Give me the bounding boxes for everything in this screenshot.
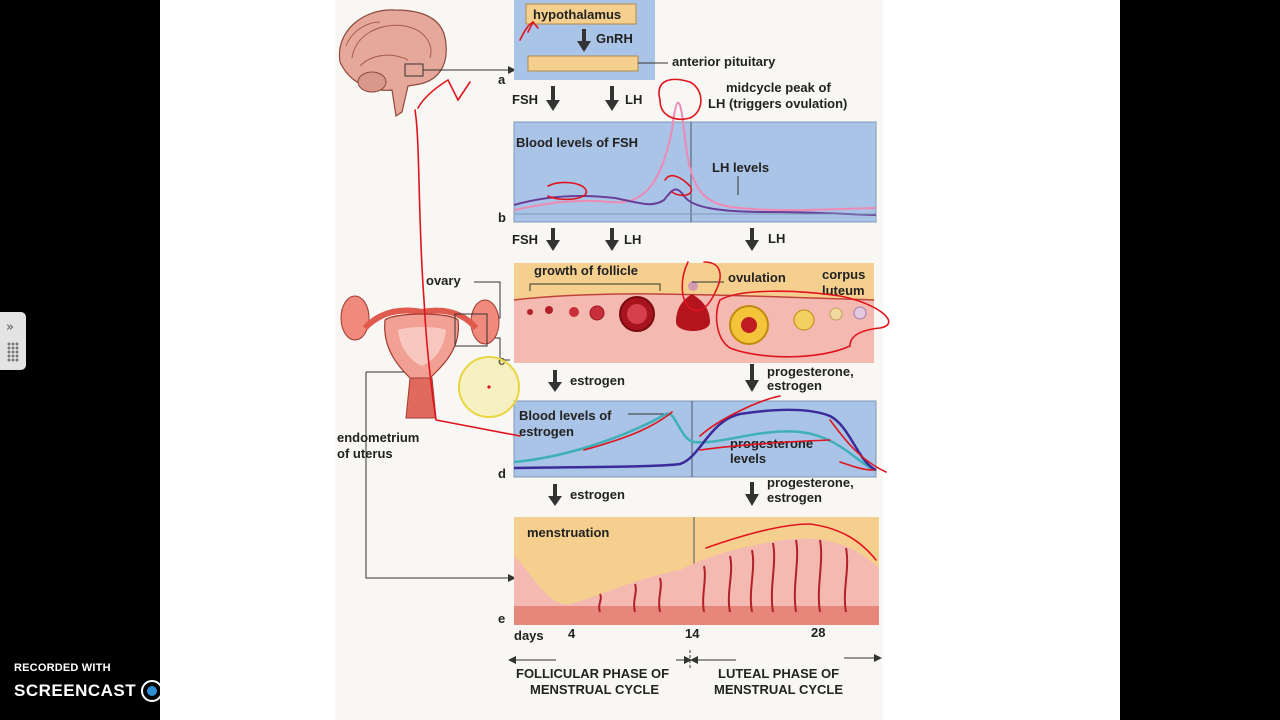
left-letterbox: [0, 0, 160, 720]
fsh-label-2: FSH: [512, 232, 538, 247]
endometrial-glands: [598, 539, 849, 613]
prog-estrogen-label-2b: estrogen: [767, 490, 822, 505]
cursor-highlight-ring: [458, 356, 520, 418]
hypothalamus-label: hypothalamus: [533, 7, 621, 22]
estrogen-label-2: estrogen: [570, 487, 625, 502]
prog-estrogen-label-2a: progesterone,: [767, 475, 854, 490]
brand-left-text: SCREENCAST: [14, 681, 137, 700]
luteal-label-line1: LUTEAL PHASE OF: [718, 666, 839, 681]
anterior-pituitary-box: [527, 55, 639, 72]
corpus-label: corpus: [822, 267, 865, 282]
day-4-tick: 4: [568, 626, 576, 641]
arrow-down-icon: [605, 228, 619, 251]
screencast-watermark: RECORDED WITH SCREENCAST MATIC: [14, 662, 221, 702]
follicular-label-line1: FOLLICULAR PHASE OF: [516, 666, 669, 681]
brand-right-text: MATIC: [166, 681, 222, 700]
screencast-brand: SCREENCAST MATIC: [14, 680, 221, 702]
prog-estrogen-label-1a: progesterone,: [767, 364, 854, 379]
panel-letter-b: b: [498, 210, 506, 225]
arrow-down-icon: [745, 364, 759, 392]
lh-curve: [513, 101, 877, 212]
fsh-label-1: FSH: [512, 92, 538, 107]
double-chevron-right-icon: »: [6, 320, 14, 335]
anterior-pituitary-label: anterior pituitary: [672, 54, 776, 69]
midcycle-label-line2: LH (triggers ovulation): [708, 96, 847, 111]
steroid-levels-panel: [513, 400, 877, 478]
arrow-down-icon: [548, 484, 562, 506]
hormone-levels-panel: [513, 121, 877, 223]
arrow-down-icon: [605, 86, 619, 111]
luteum-label: luteum: [822, 283, 865, 298]
uterus-illustration: [340, 295, 500, 419]
day-28-tick: 28: [811, 625, 825, 640]
arrow-down-icon: [577, 29, 591, 52]
endometrium-base: [514, 606, 879, 625]
panel-letter-e: e: [498, 611, 505, 626]
blood-estrogen-label-line2: estrogen: [519, 424, 574, 439]
fsh-curve: [513, 188, 877, 216]
lh-levels-label: LH levels: [712, 160, 769, 175]
progesterone-curve: [513, 408, 877, 472]
arrow-down-icon: [745, 482, 759, 506]
estrogen-label-1: estrogen: [570, 373, 625, 388]
arrow-down-icon: [548, 370, 562, 392]
screencast-logo-icon: [141, 680, 164, 702]
sidebar-collapse-handle[interactable]: »: [0, 312, 26, 370]
follicular-label-line2: MENSTRUAL CYCLE: [530, 682, 659, 697]
lh-label-2: LH: [624, 232, 641, 247]
midcycle-label-line1: midcycle peak of: [726, 80, 831, 95]
arrow-down-icon: [745, 228, 759, 251]
lh-label-3: LH: [768, 231, 785, 246]
follicles: [527, 281, 867, 345]
ovulation-label: ovulation: [728, 270, 786, 285]
endometrium-label-line1: endometrium: [337, 430, 419, 445]
panel-letter-d: d: [498, 466, 506, 481]
arrow-down-icon: [546, 86, 560, 111]
day-14-tick: 14: [685, 626, 700, 641]
lh-label-1: LH: [625, 92, 642, 107]
prog-estrogen-label-1b: estrogen: [767, 378, 822, 393]
grip-dots-icon: [7, 342, 19, 362]
days-label: days: [514, 628, 544, 643]
endometrium-label-line2: of uterus: [337, 446, 393, 461]
recorded-with-text: RECORDED WITH: [14, 662, 111, 674]
right-letterbox: [1120, 0, 1280, 720]
endometrium-lining: [514, 538, 879, 625]
growth-follicle-label: growth of follicle: [534, 263, 638, 278]
blood-fsh-label: Blood levels of FSH: [516, 135, 638, 150]
brain-illustration: [338, 9, 516, 118]
menstruation-label: menstruation: [527, 525, 609, 540]
arrow-down-icon: [546, 228, 560, 251]
handwritten-annotations: [414, 20, 890, 561]
cursor-dot: [487, 385, 491, 389]
hypothalamus-box: [525, 3, 637, 25]
luteal-label-line2: MENSTRUAL CYCLE: [714, 682, 843, 697]
ovary-label: ovary: [426, 273, 461, 288]
blood-estrogen-label-line1: Blood levels of: [519, 408, 612, 423]
gnrh-label: GnRH: [596, 31, 633, 46]
panel-letter-a: a: [498, 72, 506, 87]
progesterone-levels-label-line2: levels: [730, 451, 766, 466]
